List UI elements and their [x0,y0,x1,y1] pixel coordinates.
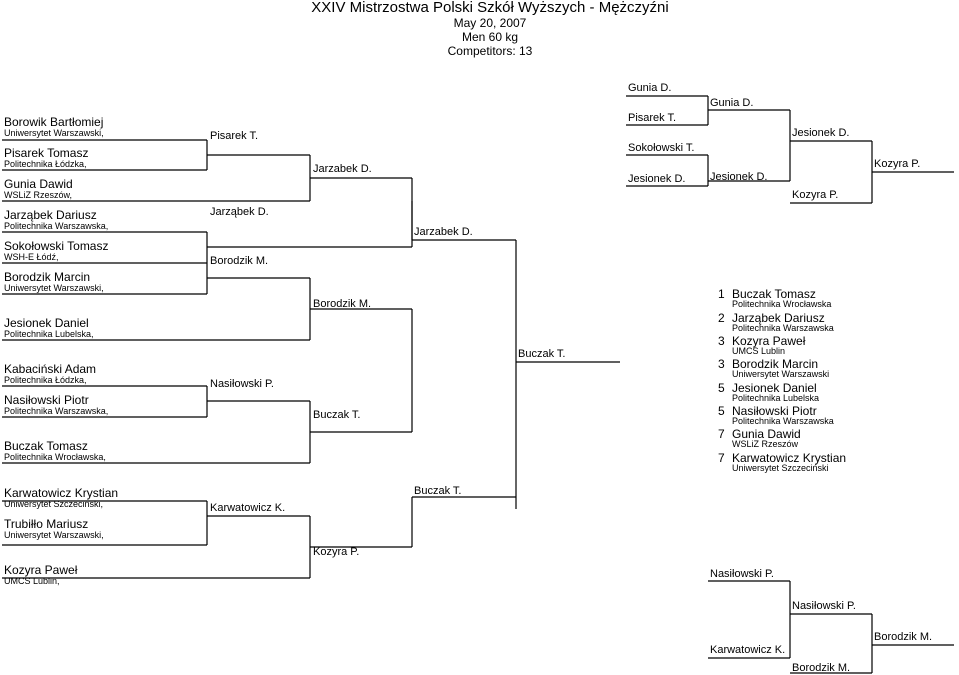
match-winner: Nasiłowski P. [210,378,274,390]
competitor-name: Pisarek Tomasz [4,146,89,160]
competitor-name: Borowik Bartłomiej [4,115,104,129]
match-winner: Jarząbek D. [210,206,269,218]
competitor-name: Jarząbek Dariusz [4,208,97,222]
result-name: Jarząbek Dariusz [732,311,825,325]
repechage-entry: Gunia D. [628,82,672,94]
repechage-winner: Jesionek D. [710,171,768,183]
repechage-entry: Jesionek D. [628,173,686,185]
match-winner: Karwatowicz K. [210,502,286,514]
match-winner: Buczak T. [313,409,361,421]
result-club: Uniwersytet Warszawski [732,369,830,379]
competitor-name: Gunia Dawid [4,177,73,191]
result-rank: 5 [718,381,725,395]
repechage-entry: Nasiłowski P. [710,568,774,580]
competitor-name: Nasiłowski Piotr [4,393,89,407]
competitor-club: Politechnika Lubelska, [4,329,94,339]
repechage-winner: Jesionek D. [792,127,850,139]
result-name: Nasiłowski Piotr [732,404,817,418]
repechage-winner: Nasiłowski P. [792,600,856,612]
result-club: Politechnika Wrocławska [732,299,832,309]
weight-category: Men 60 kg [461,30,519,44]
result-club: WSLiZ Rzeszów [732,439,799,449]
competitor-name: Borodzik Marcin [4,270,91,284]
competitor-club: Politechnika Warszawska, [4,221,109,231]
competitor-club: Politechnika Wrocławska, [4,452,106,462]
match-winner: Borodzik M. [210,255,269,267]
result-rank: 5 [718,404,725,418]
repechage-entry: Sokołowski T. [628,142,695,154]
result-rank: 3 [718,357,725,371]
competitor-club: Politechnika Warszawska, [4,406,109,416]
event-date: May 20, 2007 [453,16,527,30]
result-club: Uniwersytet Szczeciński [732,463,829,473]
competitor-club: Uniwersytet Warszawski, [4,530,104,540]
competitor-club: Uniwersytet Warszawski, [4,128,104,138]
competitor-club: WSLiZ Rzeszów, [4,190,73,200]
result-rank: 7 [718,451,725,465]
competitor-club: Uniwersytet Szczeciński, [4,499,104,509]
result-name: Jesionek Daniel [732,381,817,395]
competitor-club: UMCS Lublin, [4,576,60,586]
final-winner: Buczak T. [518,348,566,360]
competitor-name: Karwatowicz Krystian [4,486,119,500]
result-name: Gunia Dawid [732,427,801,441]
match-winner: Borodzik M. [313,298,372,310]
competitor-club: WSH-E Łódź, [4,252,59,262]
result-name: Buczak Tomasz [732,287,816,301]
competitor-name: Kozyra Paweł [4,563,78,577]
match-winner: Kozyra P. [313,546,360,558]
repechage-winner: Kozyra P. [792,189,839,201]
competitor-name: Kabaciński Adam [4,362,97,376]
competitor-club: Uniwersytet Warszawski, [4,283,104,293]
result-rank: 2 [718,311,725,325]
repechage-winner: Gunia D. [710,97,754,109]
repechage-winner: Kozyra P. [874,158,921,170]
competitor-club: Politechnika Łódzka, [4,159,87,169]
repechage-winner: Borodzik M. [874,631,933,643]
competitor-name: Buczak Tomasz [4,439,88,453]
result-name: Kozyra Paweł [732,334,806,348]
result-club: Politechnika Warszawska [732,416,834,426]
match-winner: Jarzabek D. [313,163,372,175]
competitor-name: Trubiłło Mariusz [4,517,89,531]
result-club: Politechnika Warszawska [732,323,834,333]
match-winner: Buczak T. [414,485,462,497]
competitor-count: Competitors: 13 [447,44,533,58]
competitor-club: Politechnika Łódzka, [4,375,87,385]
competitor-name: Jesionek Daniel [4,316,89,330]
result-club: Politechnika Lubelska [732,393,820,403]
result-rank: 7 [718,427,725,441]
repechage-winner: Borodzik M. [792,662,851,674]
result-rank: 1 [718,287,725,301]
match-winner: Jarzabek D. [414,226,473,238]
result-club: UMCS Lublin [732,346,786,356]
result-name: Karwatowicz Krystian [732,451,847,465]
repechage-entry: Pisarek T. [628,112,677,124]
result-rank: 3 [718,334,725,348]
result-name: Borodzik Marcin [732,357,819,371]
match-winner: Pisarek T. [210,130,259,142]
repechage-entry: Karwatowicz K. [710,644,786,656]
competitor-name: Sokołowski Tomasz [4,239,109,253]
page-title: XXIV Mistrzostwa Polski Szkół Wyższych -… [311,0,669,16]
